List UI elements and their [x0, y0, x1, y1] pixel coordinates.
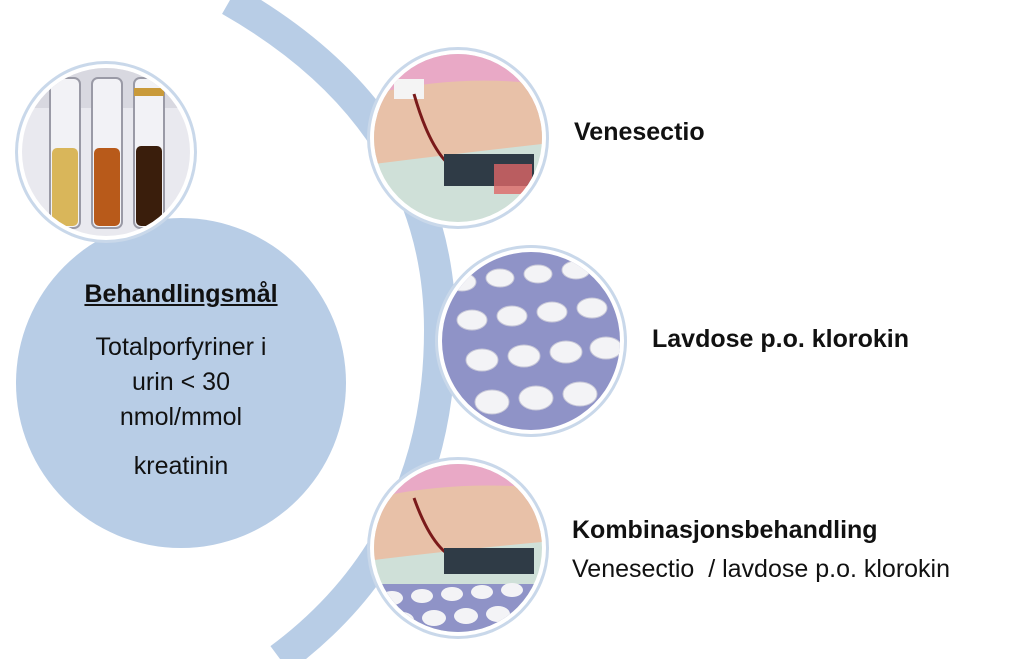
goal-title: Behandlingsmål	[16, 280, 346, 309]
venesection-photo	[374, 54, 542, 222]
goal-line-1: Totalporfyriner i	[16, 333, 346, 362]
combination-photo	[374, 464, 542, 632]
label-lavdose-klorokin: Lavdose p.o. klorokin	[652, 325, 909, 354]
label-kombinasjonsbehandling: Kombinasjonsbehandling	[572, 516, 878, 545]
goal-line-3: nmol/mmol	[16, 403, 346, 432]
urine-tubes-photo	[22, 68, 190, 236]
label-venesectio: Venesectio	[574, 118, 705, 147]
label-kombinasjon-detail: Venesectio / lavdose p.o. klorokin	[572, 555, 950, 584]
pills-photo	[442, 252, 620, 430]
goal-line-4: kreatinin	[16, 452, 346, 481]
goal-line-2: urin < 30	[16, 368, 346, 397]
